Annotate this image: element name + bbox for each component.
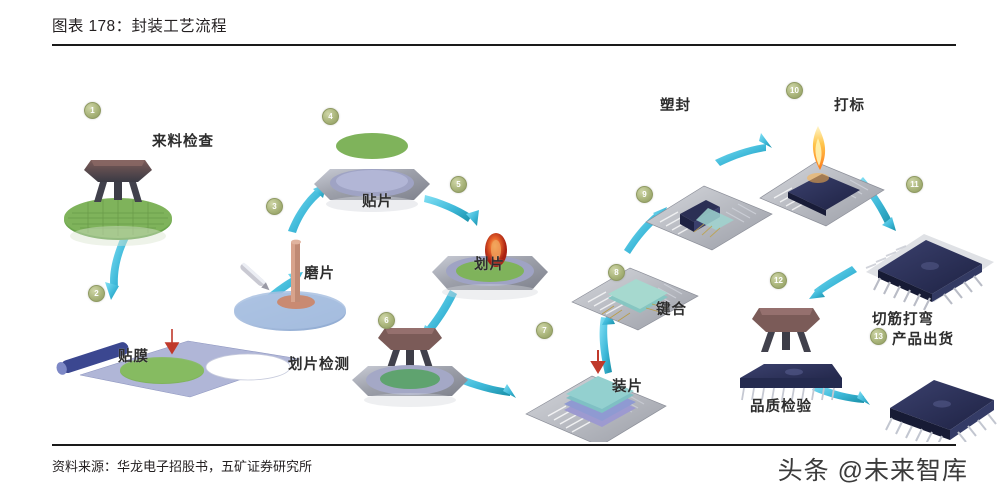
step-badge-6: 6 — [378, 312, 395, 329]
icon-wire-bonding — [571, 267, 699, 331]
icon-laser-marking — [759, 126, 885, 227]
step-badge-1: 1 — [84, 102, 101, 119]
step-label-3: 磨片 — [304, 266, 335, 282]
step-badge-10: 10 — [786, 82, 803, 99]
step-badge-3: 3 — [266, 198, 283, 215]
step-badge-2: 2 — [88, 285, 105, 302]
icon-backgrinding — [234, 239, 346, 331]
step-badge-11: 11 — [906, 176, 923, 193]
icon-incoming-inspection — [64, 160, 172, 246]
step-badge-8: 8 — [608, 264, 625, 281]
process-flow-diagram: 来料检查 贴膜 磨片 贴片 划片 划片检测 装片 键合 塑封 打标 切筋打弯 品… — [0, 50, 1008, 442]
step-label-13: 产品出货 — [892, 332, 954, 348]
step-label-11: 切筋打弯 — [872, 312, 934, 328]
icon-trim-form — [865, 234, 994, 311]
icon-dicing — [432, 233, 548, 300]
icon-film-lamination — [56, 329, 301, 398]
step-badge-4: 4 — [322, 108, 339, 125]
watermark: 头条 @未来智库 — [777, 457, 968, 485]
step-label-12: 品质检验 — [750, 399, 812, 415]
step-badge-7: 7 — [536, 322, 553, 339]
icon-die-attach — [314, 133, 430, 212]
step-label-1: 来料检查 — [152, 134, 214, 150]
footer-divider — [52, 444, 956, 446]
icon-quality-inspection — [740, 308, 842, 401]
page-title: 图表 178：封装工艺流程 — [52, 18, 227, 35]
step-label-5: 划片 — [474, 257, 505, 273]
source-note: 资料来源：华龙电子招股书，五矿证券研究所 — [52, 459, 313, 474]
step-label-8: 键合 — [656, 302, 687, 318]
icon-molding — [645, 185, 773, 251]
step-label-2: 贴膜 — [118, 349, 149, 365]
diagram-graphics — [56, 126, 997, 442]
icon-die-mount — [525, 350, 667, 442]
step-label-6: 划片检测 — [288, 357, 350, 373]
step-badge-9: 9 — [636, 186, 653, 203]
step-badge-13: 13 — [870, 328, 887, 345]
header-divider — [52, 44, 956, 46]
step-badge-5: 5 — [450, 176, 467, 193]
step-label-4: 贴片 — [362, 194, 393, 210]
step-label-9: 塑封 — [660, 98, 691, 114]
step-label-10: 打标 — [834, 98, 865, 114]
icon-finished-package — [885, 380, 997, 442]
icon-dicing-inspection — [352, 328, 468, 407]
step-badge-12: 12 — [770, 272, 787, 289]
step-label-7: 装片 — [612, 379, 643, 395]
